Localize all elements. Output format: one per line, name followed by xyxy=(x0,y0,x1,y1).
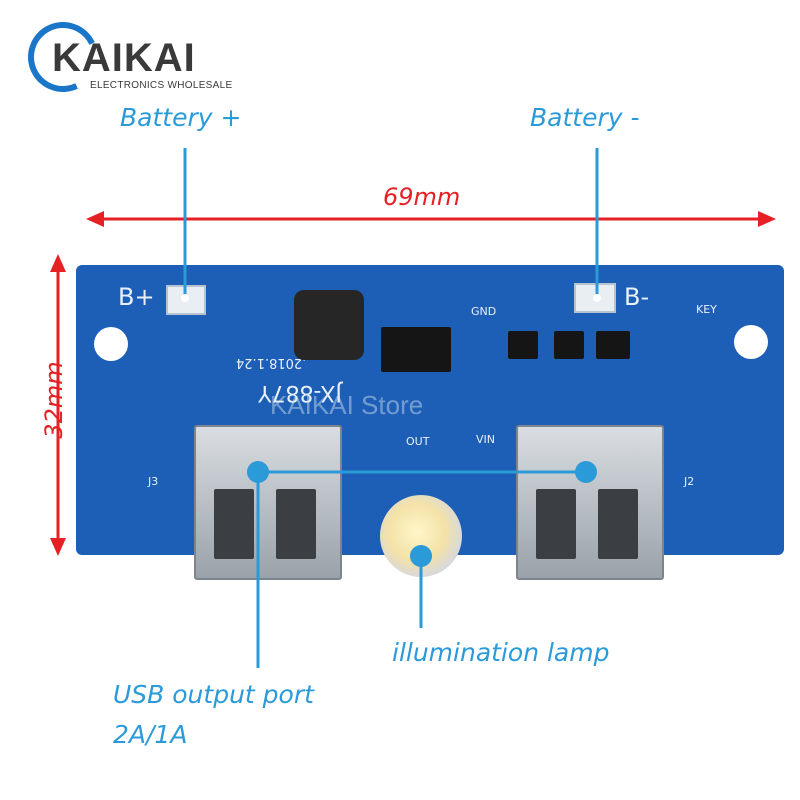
chip-q2 xyxy=(554,331,584,359)
usb-port-right xyxy=(516,425,664,580)
label-width: 69mm xyxy=(383,183,461,211)
brand-tagline: ELECTRONICS WHOLESALE xyxy=(90,80,233,91)
battery-plus-dot xyxy=(181,294,189,302)
label-illumination-lamp: illumination lamp xyxy=(392,638,610,667)
battery-minus-dot xyxy=(593,294,601,302)
lamp-dot xyxy=(410,545,432,567)
brand-logo: KAIKAI xyxy=(52,36,196,80)
chip-u1 xyxy=(508,331,538,359)
silk-b-minus: B- xyxy=(624,283,650,311)
silk-vin: VIN xyxy=(476,433,495,446)
mount-hole-right xyxy=(734,325,768,359)
width-arrow-left xyxy=(86,211,104,227)
usb-port-left xyxy=(194,425,342,580)
silk-key: KEY xyxy=(696,303,717,316)
silk-b-plus: B+ xyxy=(118,283,155,311)
label-usb-port: USB output port xyxy=(113,680,314,709)
usb-left-dot xyxy=(247,461,269,483)
silk-j3: J3 xyxy=(148,475,159,488)
width-arrow-right xyxy=(758,211,776,227)
label-usb-current: 2A/1A xyxy=(113,720,188,749)
label-battery-plus: Battery + xyxy=(120,103,242,132)
ic-u2 xyxy=(381,327,451,372)
label-height: 32mm xyxy=(40,361,68,439)
silk-gnd: GND xyxy=(471,305,497,318)
watermark: KAIKAI Store xyxy=(270,390,424,420)
chip-q3 xyxy=(596,331,630,359)
mount-hole-left xyxy=(94,327,128,361)
height-arrow-bottom xyxy=(50,538,66,556)
silk-j2: J2 xyxy=(684,475,695,488)
height-arrow-top xyxy=(50,254,66,272)
silk-out: OUT xyxy=(406,435,430,448)
inductor xyxy=(294,290,364,360)
label-battery-minus: Battery - xyxy=(530,103,640,132)
usb-right-dot xyxy=(575,461,597,483)
